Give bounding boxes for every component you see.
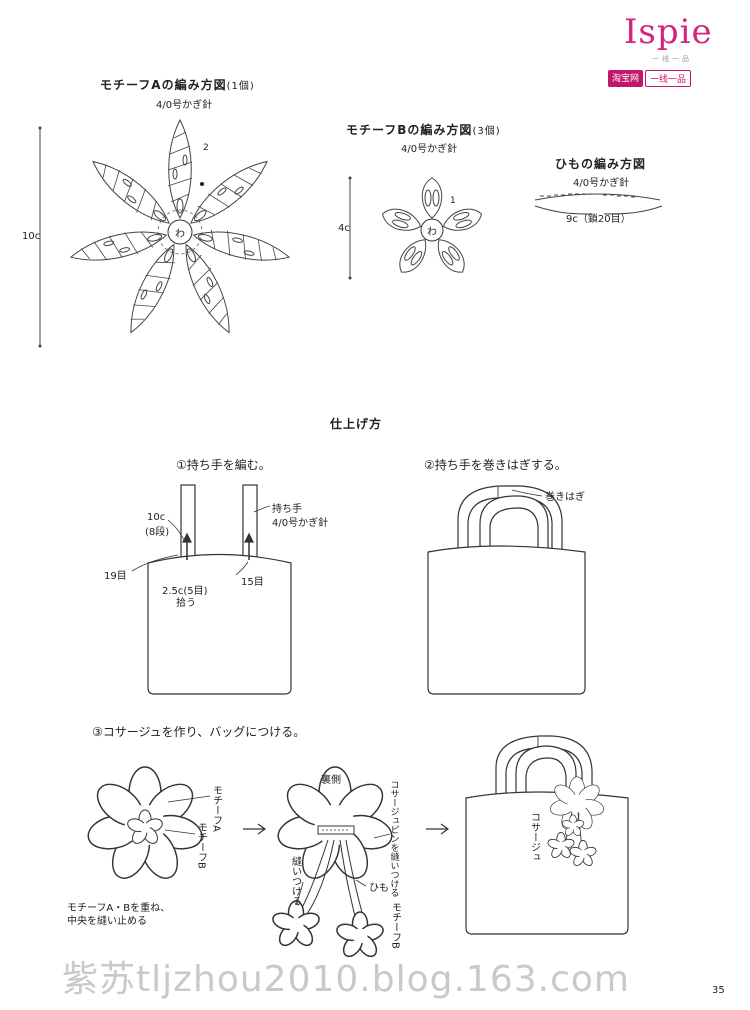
watermark: 紫苏tljzhou2010.blog.163.com bbox=[62, 959, 630, 1000]
step2-heading: ②持ち手を巻きはぎする。 bbox=[424, 458, 567, 472]
motif-a-row-label: 2 bbox=[203, 143, 209, 153]
page-number: 35 bbox=[712, 985, 725, 996]
brand-badges: 淘宝网 一线一品 bbox=[608, 70, 692, 87]
cord-length: 9c（鎖20目） bbox=[566, 214, 631, 225]
step1-handle-rows: (8段) bbox=[145, 527, 170, 538]
motif-a-center-label: わ bbox=[175, 229, 185, 240]
motif-b-size: 4c bbox=[338, 223, 350, 234]
arrow-2 bbox=[426, 823, 450, 835]
step3-back-label: 裏側 bbox=[321, 775, 341, 786]
step3-flower-a bbox=[84, 766, 211, 885]
motif-b-title-text: モチーフBの編み方図 bbox=[346, 123, 473, 137]
step3-pin-label: コサージュピンを縫いつける bbox=[388, 780, 399, 897]
motif-a-title-text: モチーフAの編み方図 bbox=[100, 78, 227, 92]
step3-overlap-line1: モチーフA・Bを重ね、 bbox=[67, 903, 171, 914]
motif-a-size: 10c bbox=[22, 231, 41, 242]
step2-bag-drawing bbox=[427, 485, 586, 695]
step3-motif-a-label: モチーフA bbox=[210, 785, 222, 832]
step1-heading: ①持ち手を編む。 bbox=[176, 458, 271, 472]
step1-pickup-2: 拾う bbox=[176, 598, 196, 609]
brand-logo: Ispie 一线一品 淘宝网 一线一品 bbox=[608, 12, 713, 87]
step3-corsage-label: コサージュ bbox=[528, 812, 540, 862]
arrow-1 bbox=[243, 823, 267, 835]
motif-b-hook: 4/0号かぎ針 bbox=[401, 144, 458, 155]
step3-heading: ③コサージュを作り、バッグにつける。 bbox=[92, 725, 306, 739]
motif-a-hook: 4/0号かぎ針 bbox=[156, 100, 213, 111]
motif-a-title: モチーフAの編み方図(1個) bbox=[100, 76, 255, 93]
motif-b-chart bbox=[348, 176, 485, 280]
cord-hook: 4/0号かぎ針 bbox=[573, 178, 630, 189]
step3-sew-label: 縫いつける bbox=[289, 856, 301, 906]
badge-yixian: 一线一品 bbox=[645, 70, 692, 87]
step1-pickup: 2.5c(5目) bbox=[162, 586, 208, 597]
step3-overlap-line2: 中央を縫い止める bbox=[67, 916, 147, 927]
cord-title: ひもの編み方図 bbox=[555, 157, 647, 171]
motif-b-center-label: わ bbox=[427, 227, 437, 238]
step1-stitches-left: 19目 bbox=[104, 571, 127, 582]
step3-bag-drawing bbox=[465, 735, 629, 935]
step1-handle-length: 10c bbox=[147, 512, 166, 523]
brand-tagline: 一线一品 bbox=[652, 55, 692, 63]
badge-taobao: 淘宝网 bbox=[608, 70, 644, 87]
motif-a-count: (1個) bbox=[226, 81, 255, 92]
step1-handle-hook: 4/0号かぎ針 bbox=[272, 518, 329, 529]
brand-title: Ispie bbox=[624, 12, 713, 52]
step3-cord-label: ひも bbox=[369, 883, 389, 894]
step1-bag-drawing bbox=[131, 484, 292, 695]
motif-b-count: (3個) bbox=[472, 126, 501, 137]
step1-handle-label: 持ち手 bbox=[272, 504, 302, 515]
motif-b-title: モチーフBの編み方図(3個) bbox=[346, 121, 501, 138]
finish-title: 仕上げ方 bbox=[330, 417, 383, 431]
motif-b-row-label: 1 bbox=[450, 196, 456, 206]
step3-motif-b2-label: モチーフB bbox=[389, 902, 401, 949]
cord-chart bbox=[534, 193, 663, 215]
step3-motif-b-label: モチーフB bbox=[195, 822, 207, 869]
step1-stitches-right: 15目 bbox=[241, 577, 264, 588]
motif-a-chart bbox=[38, 119, 293, 348]
step3-flower-back bbox=[270, 766, 396, 961]
step2-whip-label: 巻きはぎ bbox=[545, 492, 585, 503]
